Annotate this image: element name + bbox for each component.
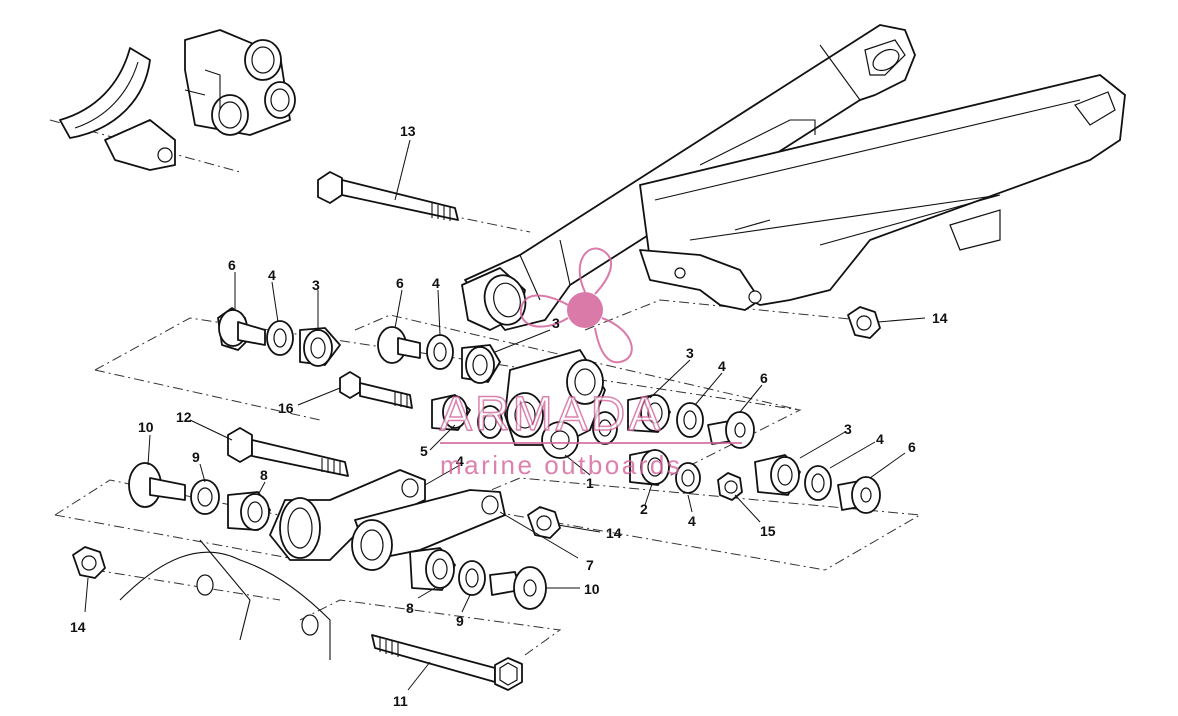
callout-9: 9 [192,449,200,465]
watermark-brand: ARMADA [440,388,663,441]
callout-7: 7 [586,557,594,573]
callout-4: 4 [718,358,726,374]
callout-1: 1 [586,475,594,491]
bolt-16 [339,371,413,409]
callout-4: 4 [456,453,464,469]
callout-labels: 13 6 4 3 6 4 3 3 4 6 14 16 12 10 9 8 5 4… [70,123,948,709]
callout-16: 16 [278,400,294,416]
callout-8: 8 [406,600,414,616]
callout-8: 8 [260,467,268,483]
nut-14-center [527,506,561,539]
callout-5: 5 [420,443,428,459]
callout-3: 3 [686,345,694,361]
watermark-text: ARMADA marine outboards [439,387,742,480]
callout-6: 6 [396,275,404,291]
callout-11: 11 [393,693,408,709]
callout-6: 6 [760,370,768,386]
callout-3: 3 [844,421,852,437]
bolt-11 [371,634,523,691]
swingarm-frame [461,24,1126,331]
callout-6: 6 [908,439,916,455]
callout-2: 2 [640,501,648,517]
callout-4: 4 [688,513,696,529]
callout-13: 13 [400,123,416,139]
callout-15: 15 [760,523,776,539]
callout-6: 6 [228,257,236,273]
callout-10: 10 [584,581,600,597]
callout-4: 4 [268,267,276,283]
callout-12: 12 [176,409,192,425]
callout-14: 14 [932,310,948,326]
bushing-group-center [377,326,501,384]
bushing-group-lower-right [629,449,881,514]
rocker-link-1 [504,349,606,459]
callout-3: 3 [552,315,560,331]
callout-14: 14 [70,619,86,635]
nut-14-right [847,306,881,339]
spacer-5 [431,394,618,445]
callout-4: 4 [432,275,440,291]
callout-9: 9 [456,613,464,629]
propeller-icon [519,247,633,364]
bushing-group-lower-center [409,547,547,610]
leader-lines [84,139,926,691]
watermark-logo [519,247,633,364]
bushing-group-left [217,307,341,367]
bolt-13 [317,171,459,221]
callout-10: 10 [138,419,154,435]
shock-mount-inset [59,29,296,171]
frame-lower [72,539,331,660]
link-7 [269,469,506,571]
bushing-group-right [627,394,755,449]
bushing-group-lower-left [128,462,271,531]
watermark-tagline: marine outboards [440,450,682,480]
callout-4: 4 [876,431,884,447]
bolt-12 [227,427,349,477]
callout-14: 14 [606,525,622,541]
callout-3: 3 [312,277,320,293]
